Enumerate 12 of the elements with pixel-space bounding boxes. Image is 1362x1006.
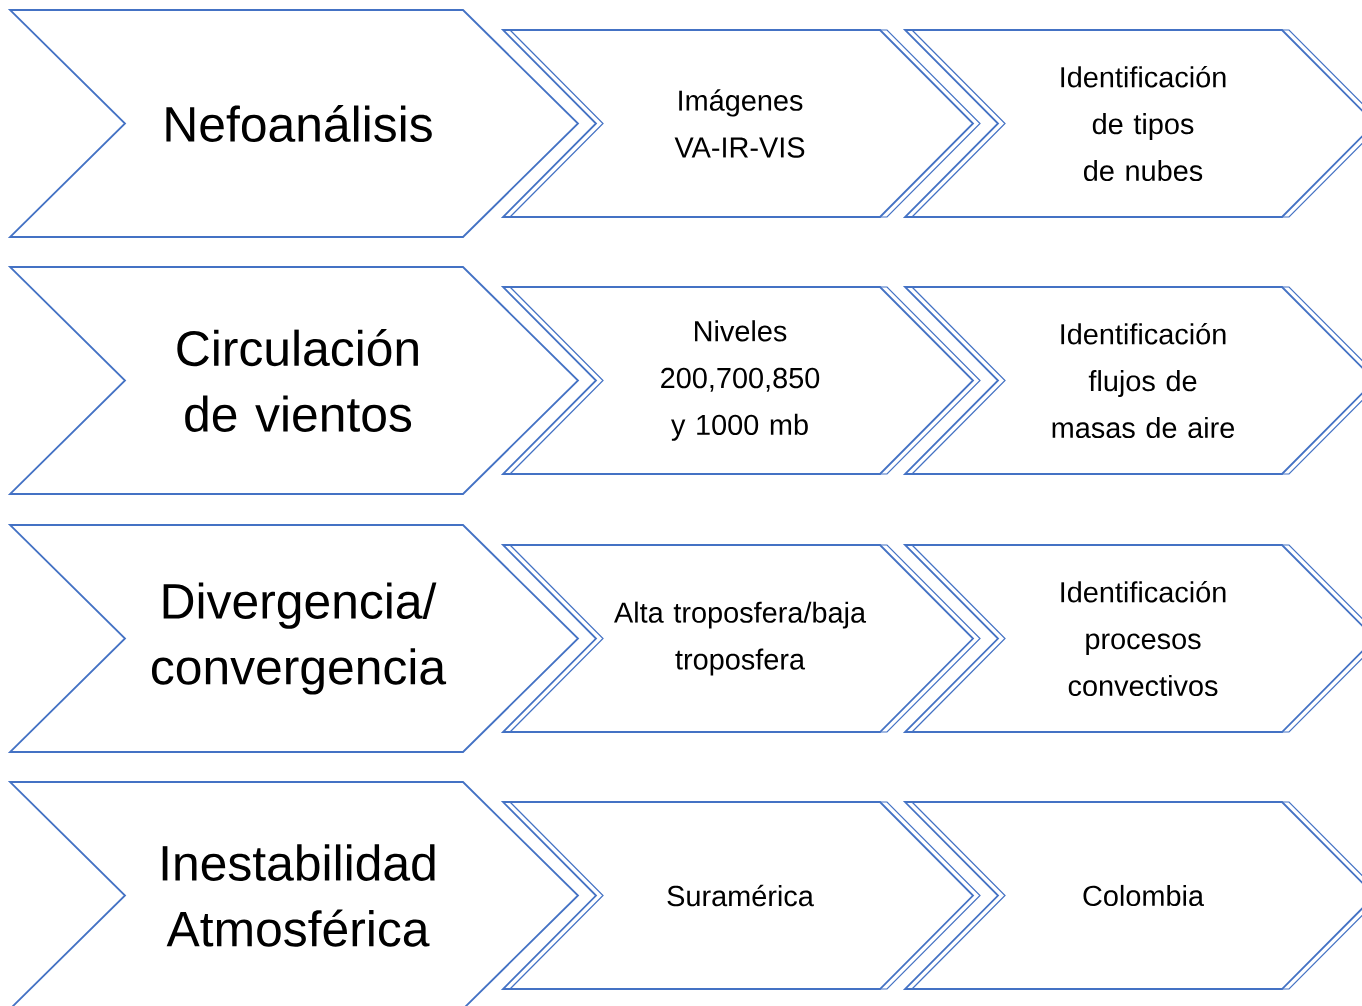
process-step-box: Suramérica xyxy=(500,801,981,990)
process-step-box: Nefoanálisis xyxy=(7,9,580,238)
process-step-box: Imágenes VA-IR-VIS xyxy=(500,29,981,218)
process-step-box: Niveles 200,700,850 y 1000 mb xyxy=(500,286,981,475)
process-step-box: Inestabilidad Atmosférica xyxy=(7,781,580,1006)
process-step-box: Divergencia/ convergencia xyxy=(7,524,580,753)
process-step-box: Identificación de tipos de nubes xyxy=(902,29,1362,218)
process-step-box: Alta troposfera/baja troposfera xyxy=(500,544,981,733)
process-step-box: Identificación procesos convectivos xyxy=(902,544,1362,733)
process-step-box: Identificación flujos de masas de aire xyxy=(902,286,1362,475)
process-step-box: Circulación de vientos xyxy=(7,266,580,495)
process-step-box: Colombia xyxy=(902,801,1362,990)
